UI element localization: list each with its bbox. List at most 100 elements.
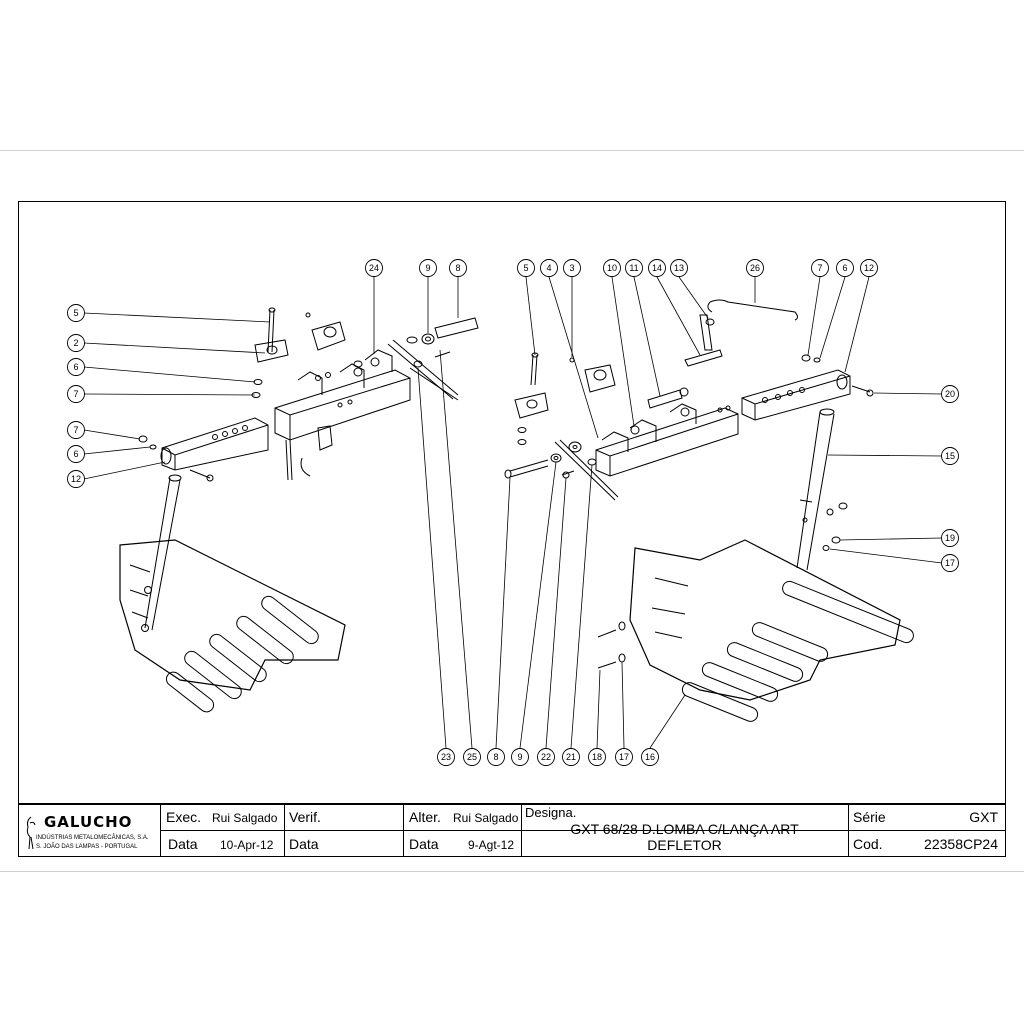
callout-label: 12 bbox=[71, 474, 81, 484]
callout-circle bbox=[517, 259, 535, 277]
cod-value: 22358CP24 bbox=[924, 836, 998, 852]
callout-label: 6 bbox=[73, 449, 78, 459]
callout-label: 7 bbox=[73, 389, 78, 399]
callout-label: 16 bbox=[645, 752, 655, 762]
callout-circle bbox=[941, 447, 959, 465]
callout-8: 8 bbox=[449, 259, 467, 277]
callout-label: 19 bbox=[945, 533, 955, 543]
callout-label: 5 bbox=[73, 308, 78, 318]
callout-8: 8 bbox=[487, 748, 505, 766]
callout-circle bbox=[746, 259, 764, 277]
right-vertical-post bbox=[796, 408, 835, 571]
callout-label: 22 bbox=[541, 752, 551, 762]
right-main-tube bbox=[595, 403, 739, 477]
callout-label: 21 bbox=[566, 752, 576, 762]
callout-circle bbox=[670, 259, 688, 277]
callout-label: 12 bbox=[864, 263, 874, 273]
callout-circle bbox=[603, 259, 621, 277]
callout-3: 3 bbox=[563, 259, 581, 277]
callout-label: 8 bbox=[455, 263, 460, 273]
callout-circle bbox=[67, 334, 85, 352]
title-block: GALUCHO INDÚSTRIAS METALOMECÂNICAS, S.A.… bbox=[18, 803, 1006, 857]
left-short-tube bbox=[160, 417, 269, 482]
verif-date-label: Data bbox=[289, 836, 319, 852]
callout-18: 18 bbox=[588, 748, 606, 766]
serie-label: Série bbox=[853, 809, 886, 825]
callout-circle bbox=[941, 529, 959, 547]
callout-6: 6 bbox=[67, 445, 85, 463]
callout-circle bbox=[641, 748, 659, 766]
callout-10: 10 bbox=[603, 259, 621, 277]
callout-label: 11 bbox=[629, 263, 638, 273]
callout-19: 19 bbox=[941, 529, 959, 547]
callout-25: 25 bbox=[463, 748, 481, 766]
callout-12: 12 bbox=[860, 259, 878, 277]
callout-label: 6 bbox=[73, 362, 78, 372]
callout-circle bbox=[537, 748, 555, 766]
callout-label: 26 bbox=[750, 263, 760, 273]
callout-7: 7 bbox=[67, 385, 85, 403]
callout-6: 6 bbox=[836, 259, 854, 277]
callout-label: 10 bbox=[607, 263, 617, 273]
callout-circle bbox=[67, 385, 85, 403]
callout-label: 17 bbox=[945, 558, 955, 568]
callout-label: 18 bbox=[592, 752, 602, 762]
callout-label: 3 bbox=[569, 263, 574, 273]
callout-12: 12 bbox=[67, 470, 85, 488]
cod-label: Cod. bbox=[853, 836, 883, 852]
callout-9: 9 bbox=[419, 259, 437, 277]
callout-21: 21 bbox=[562, 748, 580, 766]
callout-label: 5 bbox=[523, 263, 528, 273]
callout-circle bbox=[836, 259, 854, 277]
callout-23: 23 bbox=[437, 748, 455, 766]
drawing-frame bbox=[18, 201, 1006, 857]
callout-circle bbox=[648, 259, 666, 277]
callout-label: 2 bbox=[73, 338, 78, 348]
callout-circle bbox=[365, 259, 383, 277]
callout-label: 17 bbox=[619, 752, 629, 762]
verif-label: Verif. bbox=[289, 809, 321, 825]
callout-circle bbox=[449, 259, 467, 277]
callout-circle bbox=[563, 259, 581, 277]
callout-circle bbox=[487, 748, 505, 766]
callout-20: 20 bbox=[941, 385, 959, 403]
callout-label: 24 bbox=[369, 263, 379, 273]
callout-label: 8 bbox=[493, 752, 498, 762]
company-name: GALUCHO bbox=[44, 813, 133, 831]
exec-label: Exec. bbox=[166, 809, 202, 825]
callout-7: 7 bbox=[811, 259, 829, 277]
callout-9: 9 bbox=[511, 748, 529, 766]
callout-11: 11 bbox=[625, 259, 643, 277]
callout-17: 17 bbox=[941, 554, 959, 572]
alter-label: Alter. bbox=[409, 809, 441, 825]
callout-label: 7 bbox=[817, 263, 822, 273]
alter-date-value: 9-Agt-12 bbox=[468, 838, 515, 852]
callout-circle bbox=[437, 748, 455, 766]
callout-label: 23 bbox=[441, 752, 451, 762]
drawing-sheet bbox=[0, 150, 1024, 872]
callout-7: 7 bbox=[67, 421, 85, 439]
designa-label: Designa. bbox=[525, 805, 577, 820]
callout-circle bbox=[419, 259, 437, 277]
callout-label: 4 bbox=[546, 263, 551, 273]
designa-line-2: DEFLETOR bbox=[647, 837, 722, 853]
callout-4: 4 bbox=[540, 259, 558, 277]
right-deflector-plate bbox=[629, 539, 914, 722]
callout-circle bbox=[625, 259, 643, 277]
company-line-1: INDÚSTRIAS METALOMECÂNICAS, S.A. bbox=[36, 835, 149, 841]
callout-label: 14 bbox=[652, 263, 662, 273]
alter-date-label: Data bbox=[409, 836, 439, 852]
alter-value: Rui Salgado bbox=[453, 811, 519, 825]
callout-label: 13 bbox=[674, 263, 684, 273]
callout-5: 5 bbox=[517, 259, 535, 277]
callout-circle bbox=[615, 748, 633, 766]
exec-date-value: 10-Apr-12 bbox=[220, 838, 274, 852]
callout-label: 9 bbox=[517, 752, 522, 762]
left-deflector-plate bbox=[119, 539, 346, 713]
left-vertical-post bbox=[141, 474, 182, 632]
callout-circle bbox=[67, 304, 85, 322]
callout-16: 16 bbox=[641, 748, 659, 766]
callout-17: 17 bbox=[615, 748, 633, 766]
